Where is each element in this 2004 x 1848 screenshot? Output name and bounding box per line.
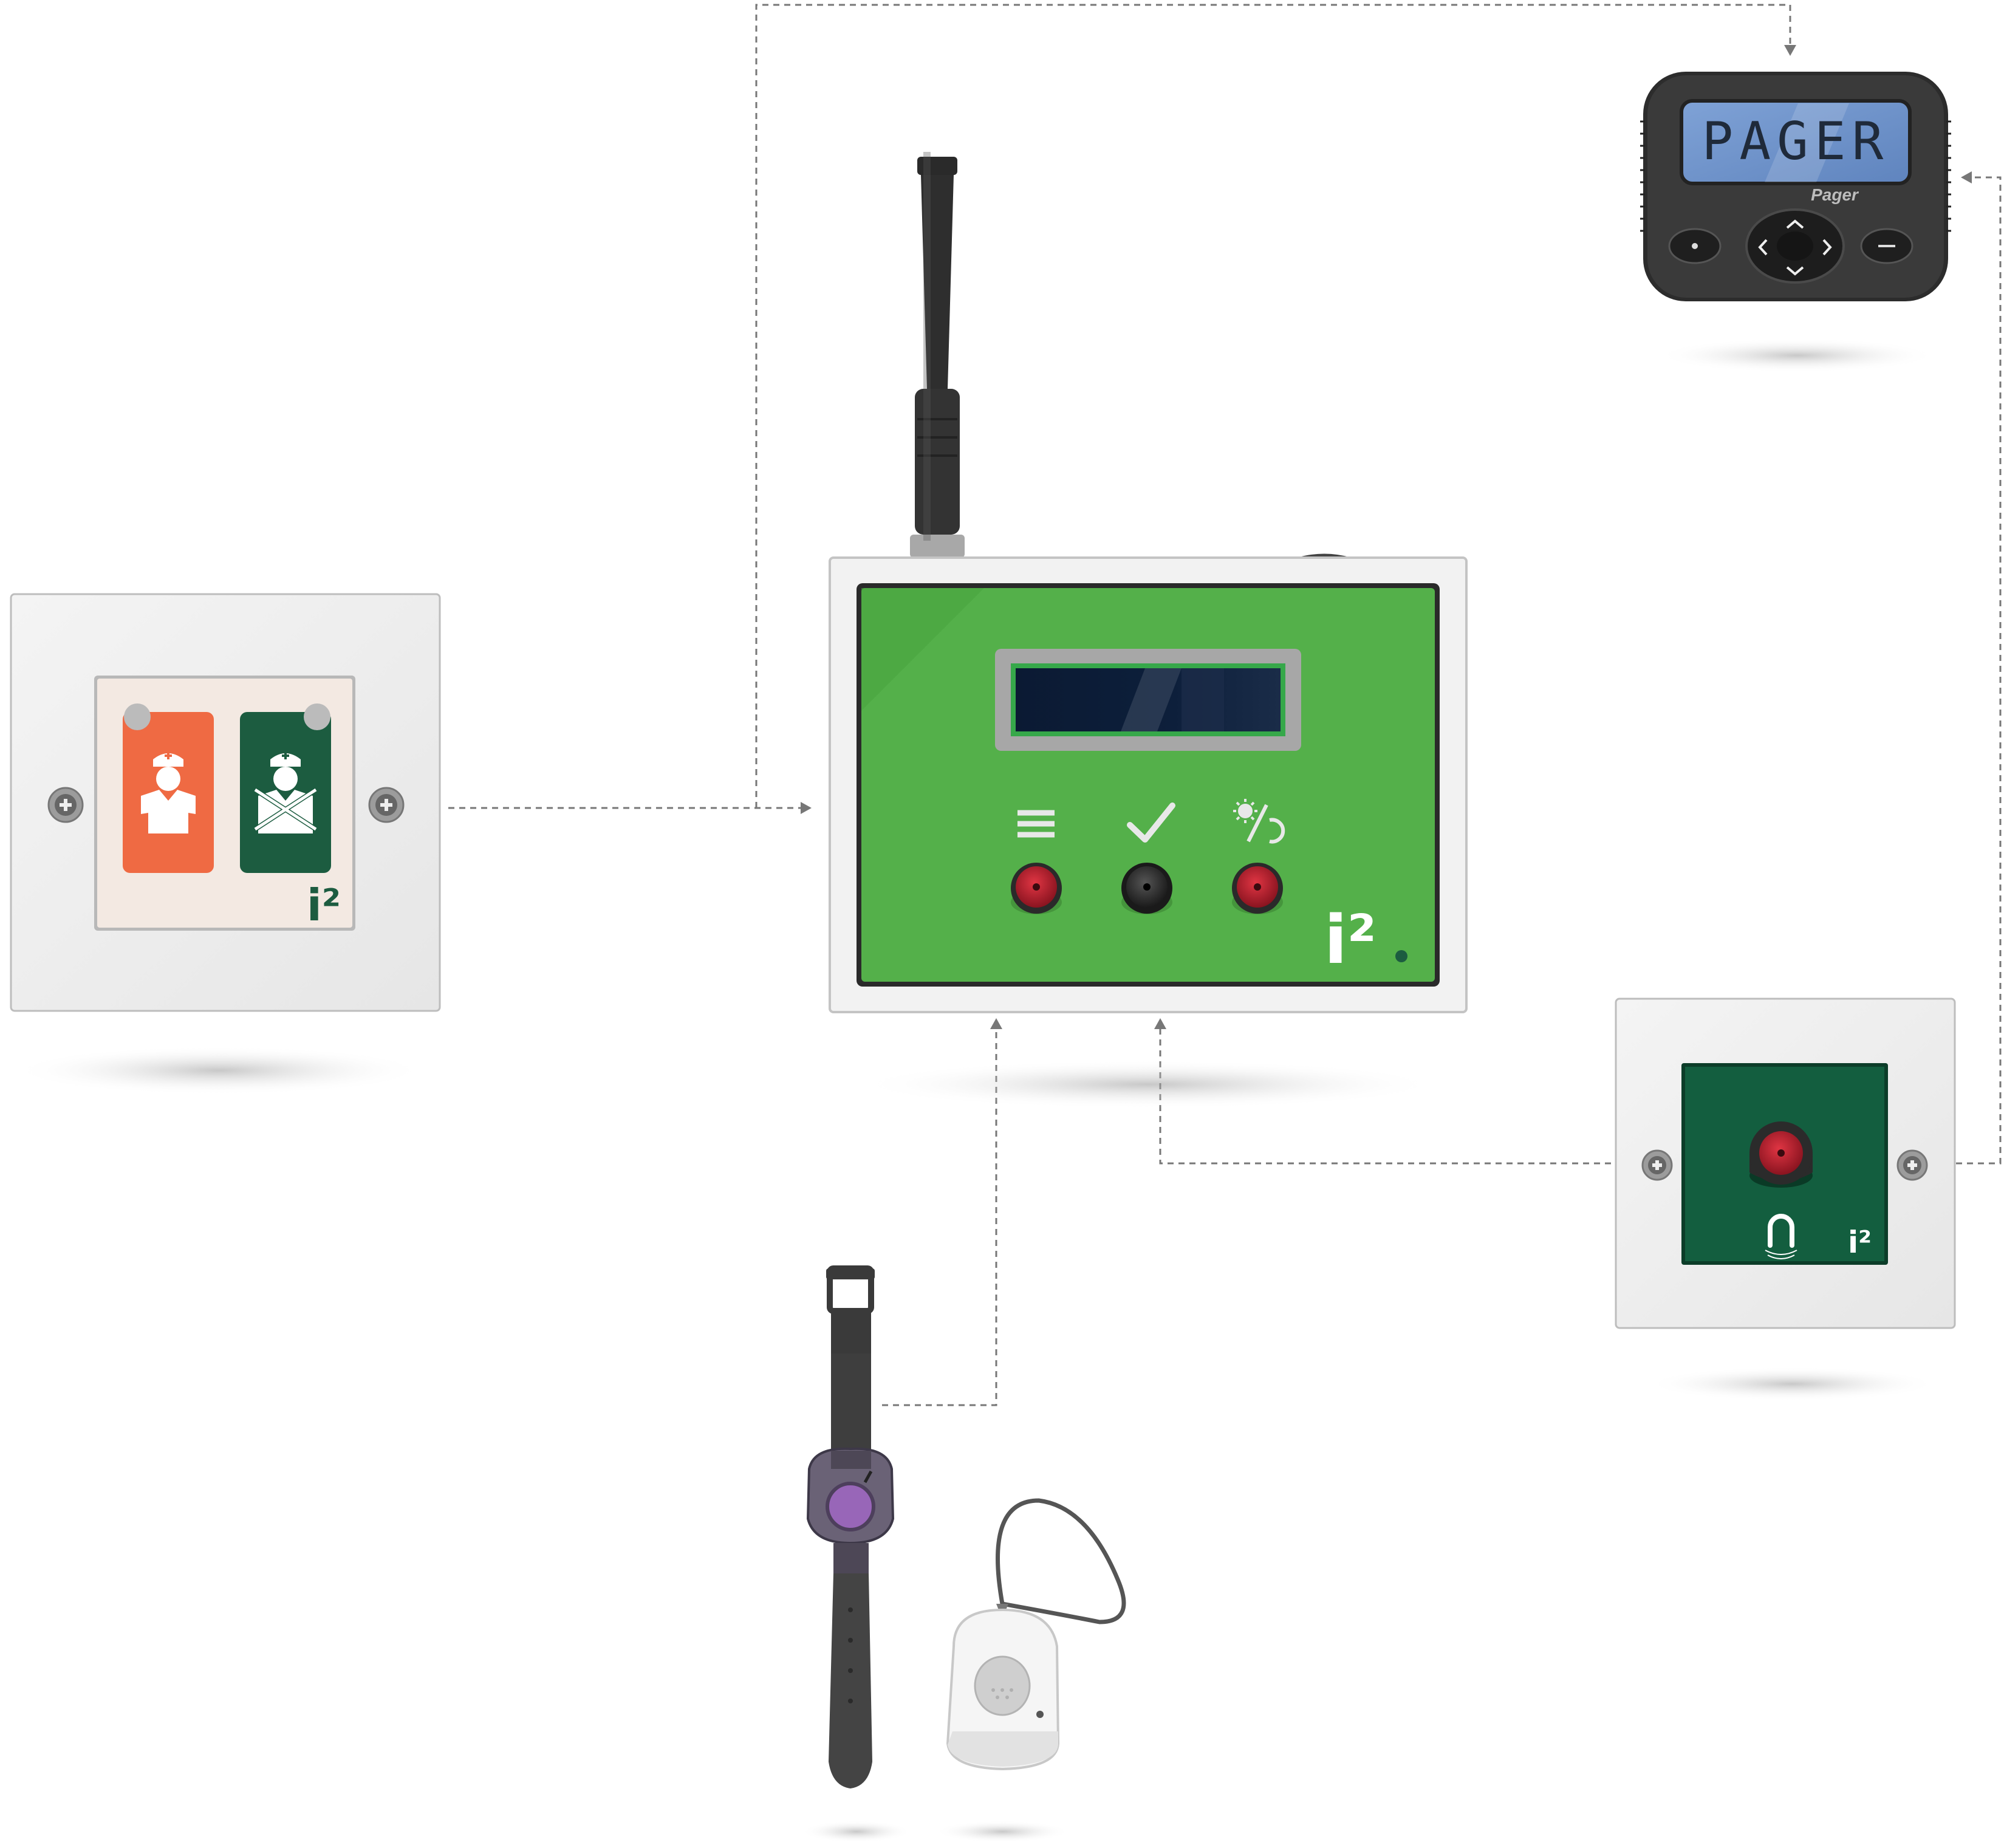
arrow-up-switch xyxy=(1154,1018,1166,1029)
brand-logo: i² xyxy=(307,880,341,931)
arrow-to-controller xyxy=(801,802,812,814)
brand-logo: i² xyxy=(1848,1225,1872,1260)
pendant-led xyxy=(1036,1711,1044,1718)
chevron-down-icon xyxy=(1786,266,1804,276)
pendant-transmitter[interactable] xyxy=(946,1498,1126,1771)
connector-watch-to-controller xyxy=(882,1027,997,1406)
pendant-lanyard xyxy=(996,1498,1126,1624)
nurse-icon xyxy=(141,753,196,833)
pager-screen xyxy=(1680,99,1912,185)
pager-brand-label: Pager xyxy=(1811,185,1859,204)
menu-button[interactable] xyxy=(1011,863,1062,914)
chevron-up-icon xyxy=(1786,219,1804,229)
arrow-to-pager-side xyxy=(1961,171,1972,183)
pager-grip xyxy=(1640,120,1951,232)
watch-transmitter[interactable] xyxy=(806,1265,895,1788)
screw-icon xyxy=(47,787,84,823)
screw-icon xyxy=(1641,1149,1673,1181)
arrow-up-watch xyxy=(990,1018,1002,1029)
menu-icon xyxy=(1017,810,1055,838)
magnet-icon xyxy=(1768,1214,1794,1248)
pager-device[interactable]: PAGER Pager xyxy=(1640,72,1951,301)
doctor-call-button[interactable] xyxy=(240,703,331,873)
confirm-button[interactable] xyxy=(1121,863,1172,914)
check-icon xyxy=(1127,803,1175,843)
connector-switch-to-pager xyxy=(1912,176,2002,1165)
main-controller: i² xyxy=(829,152,1468,1013)
emergency-switch-plate: i² xyxy=(1615,998,1956,1329)
arrow-to-pager-top xyxy=(1784,45,1796,56)
status-led xyxy=(1395,950,1407,962)
shadows xyxy=(12,338,1938,1843)
pendant-call-button[interactable] xyxy=(974,1655,1031,1716)
emergency-call-button[interactable] xyxy=(1749,1121,1813,1188)
watch-call-button[interactable] xyxy=(826,1482,875,1531)
screw-icon xyxy=(1896,1149,1928,1181)
connector-arrows xyxy=(801,45,1972,1029)
day-night-icon xyxy=(1233,799,1285,844)
pager-screen-text: PAGER xyxy=(1702,111,1890,172)
chevron-left-icon xyxy=(1758,239,1768,256)
indicator-led xyxy=(124,703,151,730)
magnet-field xyxy=(1765,1250,1797,1259)
nurse-call-button[interactable] xyxy=(123,703,214,873)
screw-icon xyxy=(368,787,405,823)
call-point-plate: i² xyxy=(10,593,441,1012)
chevron-right-icon xyxy=(1822,239,1832,256)
antenna xyxy=(910,152,965,558)
brand-logo: i² xyxy=(1324,901,1376,979)
indicator-led xyxy=(304,703,330,730)
dot-icon xyxy=(1692,243,1698,249)
pager-dpad[interactable] xyxy=(1745,208,1845,284)
day-night-button[interactable] xyxy=(1232,863,1283,914)
